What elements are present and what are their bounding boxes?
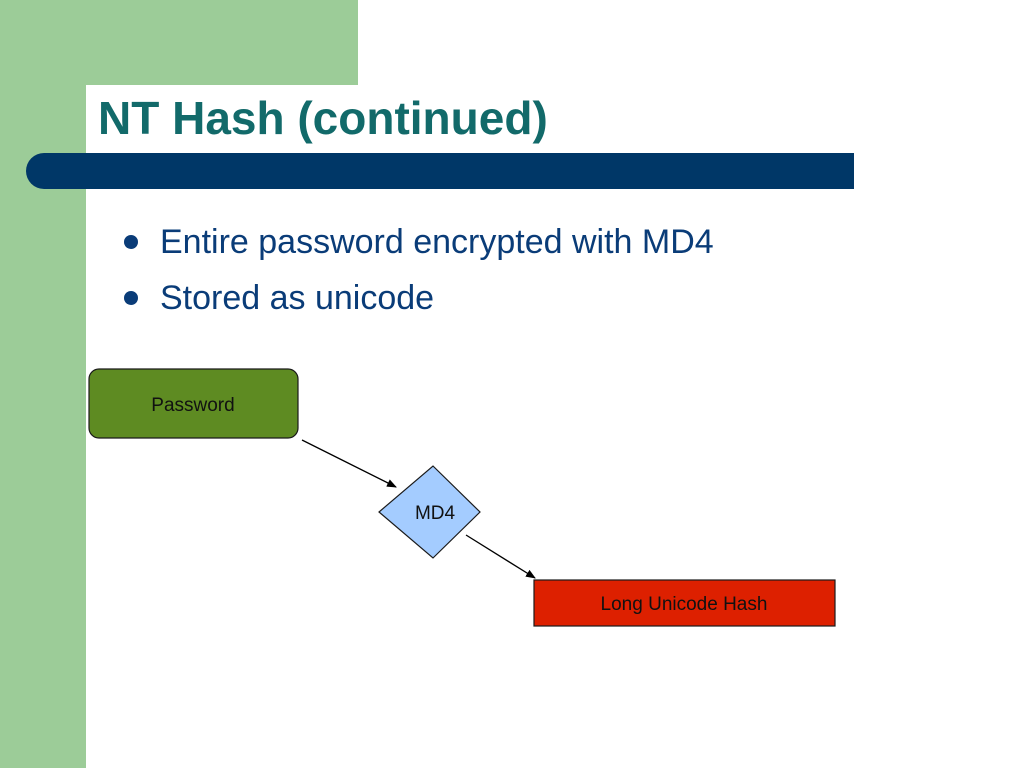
left-decor-band <box>0 0 86 768</box>
slide-title: NT Hash (continued) <box>98 92 548 144</box>
bullet-item: Entire password encrypted with MD4 <box>124 214 714 270</box>
hash-label: Long Unicode Hash <box>601 594 768 615</box>
edge-md4-to-hash <box>465 534 536 579</box>
password-box <box>88 368 299 439</box>
node-hash: Long Unicode Hash <box>533 579 836 627</box>
md4-label: MD4 <box>415 503 456 524</box>
bullet-list: Entire password encrypted with MD4 Store… <box>124 214 714 326</box>
node-password: Password <box>88 368 299 439</box>
bullet-text: Stored as unicode <box>160 278 435 317</box>
node-md4: MD4 <box>378 465 481 559</box>
top-decor-band <box>0 0 358 85</box>
edge-password-to-md4 <box>301 439 397 488</box>
bullet-dot-icon <box>124 235 138 249</box>
bullet-text: Entire password encrypted with MD4 <box>160 222 714 261</box>
title-underline-bar <box>26 153 854 189</box>
hash-box <box>533 579 836 627</box>
bullet-item: Stored as unicode <box>124 270 714 326</box>
password-label: Password <box>151 395 234 416</box>
md4-diamond <box>378 465 481 559</box>
bullet-dot-icon <box>124 291 138 305</box>
